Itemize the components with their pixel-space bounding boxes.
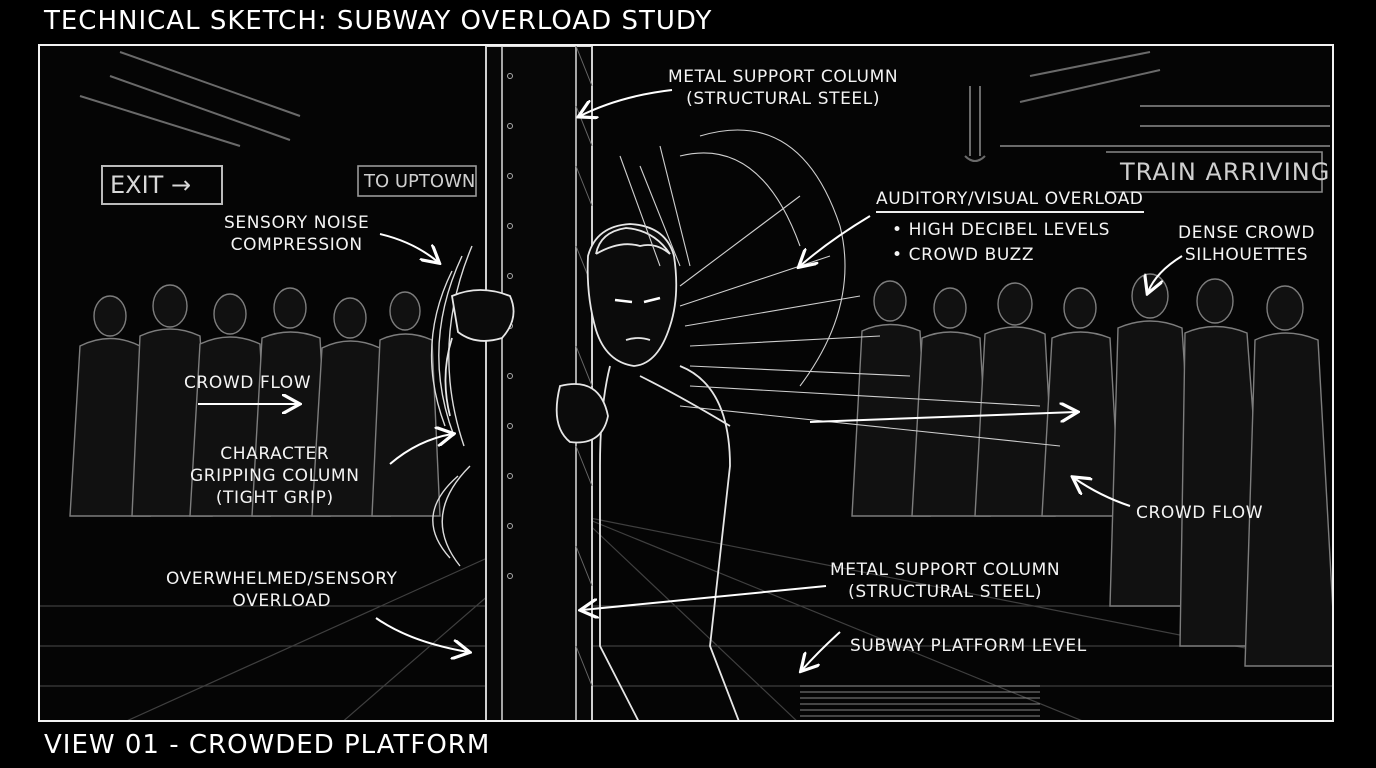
support-column bbox=[485, 46, 593, 720]
annotation-arrows bbox=[198, 89, 1183, 670]
ceiling-beams bbox=[79, 51, 1330, 162]
label-crowd-flow-left: CROWD FLOW bbox=[184, 373, 312, 393]
label-column-bottom: METAL SUPPORT COLUMN(STRUCTURAL STEEL) bbox=[830, 560, 1061, 602]
bullet-crowd-buzz: • CROWD BUZZ bbox=[892, 245, 1035, 265]
uptown-sign: TO UPTOWN bbox=[364, 171, 476, 192]
platform-edge-hatch bbox=[800, 685, 1040, 717]
exit-sign: EXIT → bbox=[110, 171, 192, 199]
train-arriving-sign: TRAIN ARRIVING bbox=[1120, 158, 1331, 186]
crowd-silhouettes-right bbox=[851, 273, 1332, 667]
exit-sign-box bbox=[101, 165, 223, 205]
sketch-illustration bbox=[40, 46, 1332, 720]
crowd-silhouettes-left bbox=[69, 284, 441, 517]
auditory-bullets: • HIGH DECIBEL LEVELS • CROWD BUZZ bbox=[892, 218, 1110, 268]
overload-streaks bbox=[619, 129, 1061, 447]
label-crowd-flow-right: CROWD FLOW bbox=[1136, 503, 1264, 523]
sketch-frame: EXIT → TO UPTOWN TRAIN ARRIVING METAL SU… bbox=[38, 44, 1334, 722]
view-caption: VIEW 01 - CROWDED PLATFORM bbox=[44, 730, 491, 760]
sketch-title: TECHNICAL SKETCH: SUBWAY OVERLOAD STUDY bbox=[44, 6, 713, 36]
bullet-high-decibel: • HIGH DECIBEL LEVELS bbox=[892, 220, 1111, 240]
character-figure bbox=[444, 223, 740, 720]
label-auditory-heading: AUDITORY/VISUAL OVERLOAD bbox=[876, 188, 1144, 213]
label-platform-level: SUBWAY PLATFORM LEVEL bbox=[850, 636, 1087, 656]
uptown-sign-box bbox=[357, 165, 477, 197]
label-column-top: METAL SUPPORT COLUMN(STRUCTURAL STEEL) bbox=[668, 67, 899, 109]
